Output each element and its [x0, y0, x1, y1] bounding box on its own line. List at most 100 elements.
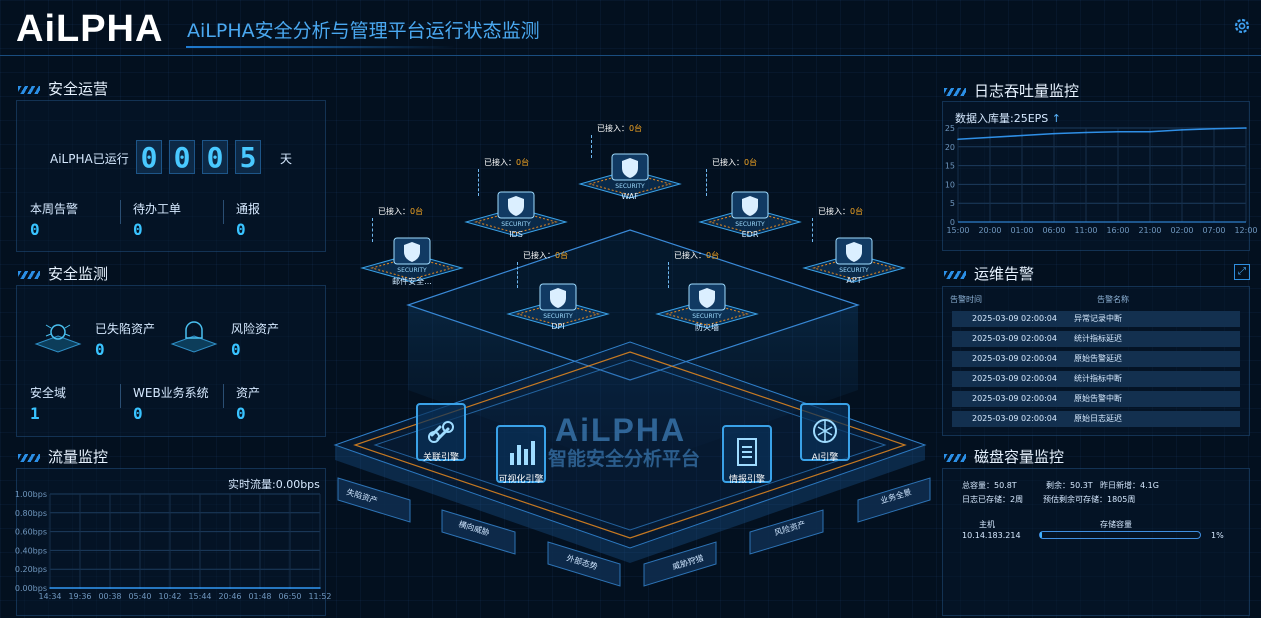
stat-value[interactable]: 0: [133, 220, 143, 239]
connector-line: [478, 169, 479, 196]
accessed-value: 0台: [744, 158, 758, 167]
stat-value[interactable]: 0: [30, 220, 40, 239]
link-icon: [428, 421, 454, 443]
col-host: 主机: [979, 520, 995, 529]
alert-name: 统计指标中断: [1074, 374, 1122, 383]
stat-value[interactable]: 0: [236, 404, 246, 423]
engine-card[interactable]: [722, 425, 772, 483]
security-node[interactable]: [360, 232, 464, 290]
x-tick-label: 12:00: [1234, 226, 1257, 235]
security-node[interactable]: [655, 278, 759, 336]
disk-yesterday: 昨日新增：4.1G: [1100, 481, 1159, 490]
accessed-tag: 已接入：0台: [597, 123, 642, 134]
stat-label: WEB业务系统: [133, 386, 209, 400]
y-tick-label: 0.20bps: [15, 565, 47, 574]
stat-value[interactable]: 0: [133, 404, 143, 423]
document-icon: [737, 438, 757, 466]
engine-card[interactable]: [496, 425, 546, 483]
table-row[interactable]: 2025-03-09 02:00:04 原始告警延迟: [952, 351, 1240, 367]
accessed-value: 0台: [516, 158, 530, 167]
day-digit: 0: [202, 140, 228, 174]
bar-chart-icon: [510, 441, 535, 465]
engine-label: 情报引擎: [728, 475, 765, 485]
node-label: APT: [846, 276, 862, 285]
risk-asset-label: 风险资产: [231, 322, 280, 336]
data-point: [1181, 129, 1183, 131]
divider: [223, 200, 224, 224]
data-point: [1245, 127, 1247, 129]
gear-icon[interactable]: [1232, 16, 1252, 36]
divider: [223, 384, 224, 408]
accessed-tag: 已接入：0台: [818, 206, 863, 217]
risk-asset-value[interactable]: 0: [231, 340, 241, 359]
divider: [120, 384, 121, 408]
security-node[interactable]: [506, 278, 610, 336]
engine-card[interactable]: [800, 403, 850, 461]
data-point: [1213, 127, 1215, 130]
alert-name: 原始告警中断: [1074, 394, 1122, 403]
x-tick-label: 00:38: [98, 592, 121, 601]
security-word: SECURITY: [692, 313, 722, 320]
x-tick-label: 20:00: [978, 226, 1001, 235]
security-word: SECURITY: [735, 221, 765, 228]
data-point: [1085, 131, 1087, 134]
data-point: [109, 587, 111, 589]
alert-name: 原始日志延迟: [1074, 414, 1122, 423]
alert-name: 异常记录中断: [1074, 314, 1122, 323]
x-tick-label: 02:00: [1170, 226, 1193, 235]
stripes-icon: [944, 270, 966, 279]
title-underline: [186, 46, 456, 48]
alert-name: 原始告警延迟: [1074, 354, 1122, 363]
divider: [120, 200, 121, 224]
security-node[interactable]: [464, 186, 568, 244]
engine-card[interactable]: [416, 403, 466, 461]
stat-value[interactable]: 1: [30, 404, 40, 423]
node-label: EDR: [741, 230, 759, 239]
connector-line: [517, 262, 518, 288]
node-label: 邮件安全...: [392, 277, 432, 286]
page-title: AiLPHA安全分析与管理平台运行状态监测: [187, 20, 540, 42]
center-watermark: AiLPHA: [555, 412, 687, 448]
security-node[interactable]: [578, 148, 682, 206]
y-tick-label: 20: [945, 143, 955, 152]
col-name: 告警名称: [1097, 295, 1129, 304]
accessed-value: 0台: [850, 207, 864, 216]
y-tick-label: 0: [950, 218, 955, 227]
accessed-value: 0台: [629, 124, 643, 133]
day-digit: 0: [169, 140, 195, 174]
security-node[interactable]: [802, 232, 906, 290]
col-capacity: 存储容量: [1100, 520, 1132, 529]
series-line: [957, 127, 1247, 141]
accessed-value: 0台: [706, 251, 720, 260]
data-point: [199, 587, 201, 589]
lost-asset-value[interactable]: 0: [95, 340, 105, 359]
y-tick-label: 5: [950, 199, 955, 208]
header: [0, 0, 1261, 56]
shield-icon: [360, 237, 464, 283]
connector-line: [591, 135, 592, 158]
x-tick-label: 21:00: [1138, 226, 1161, 235]
stat-label: 本周告警: [30, 202, 79, 216]
day-digit: 5: [235, 140, 261, 174]
disk-expected: 预估剩余可存储：1805周: [1043, 495, 1136, 504]
section-alerts-title: 运维告警: [944, 263, 1034, 284]
security-node[interactable]: [698, 186, 802, 244]
x-tick-label: 11:00: [1074, 226, 1097, 235]
traffic-chart: 1.00bps0.80bps0.60bps0.40bps0.20bps0.00b…: [15, 490, 332, 601]
security-word: SECURITY: [397, 267, 427, 274]
stat-value[interactable]: 0: [236, 220, 246, 239]
alarm-platform-icon: [170, 321, 218, 353]
data-point: [1117, 130, 1119, 133]
accessed-label: 已接入：: [712, 158, 744, 167]
x-tick-label: 01:00: [1010, 226, 1033, 235]
alert-time: 2025-03-09 02:00:04: [972, 354, 1057, 363]
data-point: [139, 587, 141, 589]
y-tick-label: 15: [945, 162, 955, 171]
expand-icon[interactable]: ⤢: [1234, 264, 1250, 280]
